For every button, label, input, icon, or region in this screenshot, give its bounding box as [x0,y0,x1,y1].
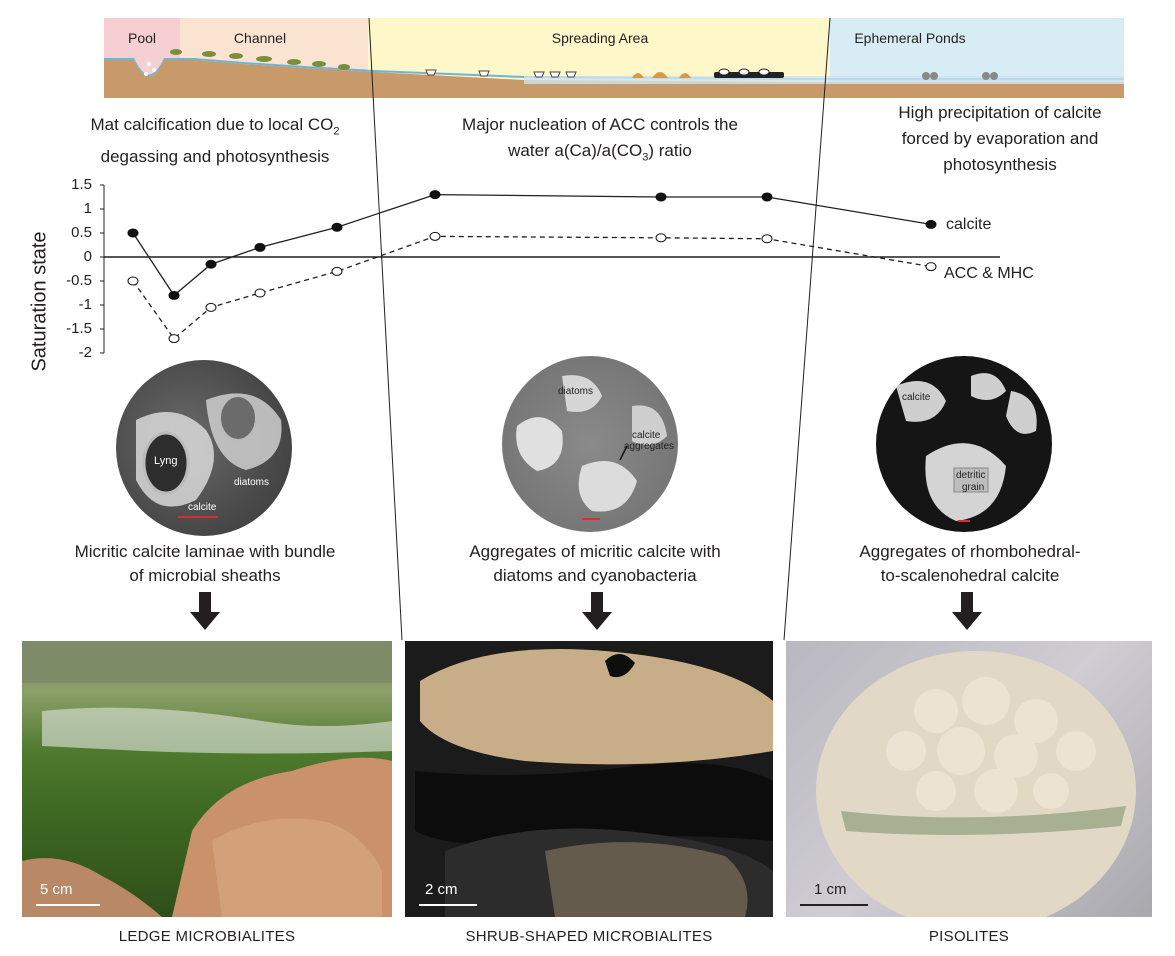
description-left-line2: degassing and photosynthesis [100,147,330,167]
chart-ytick-label: 0.5 [71,224,92,241]
chart-ytick-label: -1.5 [66,320,92,337]
photo-right-scale-bar [800,904,868,906]
chart-ytick-label: -1 [78,296,92,313]
chart-point-series1-3 [254,288,266,298]
description-left-line1: Mat calcification due to local CO [90,115,334,134]
caption-right: Aggregates of rhombohedral- to-scalenohe… [790,540,1150,588]
chart-ytick-label: 1 [83,200,92,217]
description-right-line3: photosynthesis [943,155,1057,174]
photo-left-scale-bar [36,904,100,906]
caption-left-line2: of microbial sheaths [129,566,281,585]
caption-right-line2: to-scalenohedral calcite [880,566,1060,585]
photo-right-scale-text: 1 cm [814,881,847,898]
chart-ytick-label: 0 [83,248,92,265]
down-arrow-middle-icon [582,592,612,630]
sem-middle-label-aggregates: aggregates [624,441,675,452]
sem-middle-graphic [516,375,667,520]
description-right-line2: forced by evaporation and [901,129,1099,148]
sem-left-label-calcite: calcite [188,502,217,513]
sem-right-label-calcite: calcite [902,392,931,403]
chart-point-series0-0 [127,228,139,238]
chart-point-series0-7 [761,192,773,202]
sem-left-graphic [136,393,282,518]
chart-ytick-label: -2 [78,344,92,361]
photo-right-graphic [816,651,1136,917]
chart-ytick-label: 1.5 [71,176,92,193]
caption-right-line1: Aggregates of rhombohedral- [859,542,1081,561]
sem-middle-label-calcite: calcite [632,430,661,441]
series-label-acc-mhc: ACC & MHC [944,265,1034,282]
environment-profile-graphic [104,18,1124,98]
sem-left-label-lyng: Lyng [154,455,178,467]
description-middle-subscript: 3 [642,151,649,164]
chart-point-series1-6 [655,233,667,243]
sem-image-right: calcite detritic grain [876,356,1052,532]
photo-left-graphic [22,641,392,917]
chart-point-series1-8 [925,262,937,272]
chart-point-series0-6 [655,192,667,202]
caption-left-line1: Micritic calcite laminae with bundle [74,542,336,561]
sem-image-left: Lyng diatoms calcite [116,360,292,536]
description-right-line1: High precipitation of calcite [898,103,1102,122]
chart-point-series1-0 [127,276,139,286]
chart-point-series1-4 [331,266,343,276]
sem-middle-label-diatoms: diatoms [558,386,594,397]
sem-left-label-diatoms: diatoms [234,477,270,488]
saturation-chart [100,184,1000,354]
chart-point-series1-5 [429,231,441,241]
zone-label-channel: Channel [233,30,287,46]
zone-label-ephemeral-ponds: Ephemeral Ponds [854,30,966,46]
sem-right-label-grain: grain [962,482,985,493]
photo-middle-scale-bar [419,904,477,906]
chart-point-series0-8 [925,219,937,229]
chart-series-line-1 [132,235,932,340]
description-right: High precipitation of calcite forced by … [855,100,1145,178]
caption-left: Micritic calcite laminae with bundle of … [20,540,390,588]
series-label-calcite: calcite [946,216,992,233]
photo-middle-scale-text: 2 cm [425,881,458,898]
down-arrows [190,592,982,630]
label-ledge-microbialites: LEDGE MICROBIALITES [118,928,296,945]
chart-point-series1-1 [168,334,180,344]
sem-image-middle: diatoms calcite aggregates [502,356,678,532]
photo-ledge-microbialites: 5 cm [22,641,392,917]
sem-right-label-detritic: detritic [956,470,986,481]
description-middle-line2-post: ) ratio [648,141,692,160]
sem-right-graphic [896,373,1037,522]
chart-point-series0-3 [254,242,266,252]
environment-profile [104,18,1124,98]
chart-point-series1-2 [205,302,217,312]
label-pisolites: PISOLITES [928,928,1010,945]
chart-point-series1-7 [761,234,773,244]
chart-point-series0-4 [331,222,343,232]
chart-point-series0-5 [429,190,441,200]
chart-point-series0-2 [205,259,217,269]
chart-point-series0-1 [168,290,180,300]
description-left-subscript: 2 [333,125,340,138]
down-arrow-left-icon [190,592,220,630]
label-shrub-microbialites: SHRUB-SHAPED MICROBIALITES [465,928,713,945]
photo-middle-graphic [415,649,773,917]
photo-left-scale-text: 5 cm [40,881,73,898]
photo-shrub-microbialites: 2 cm [405,641,773,917]
chart-series-line-0 [132,193,932,297]
description-middle: Major nucleation of ACC controls the wat… [415,112,785,170]
caption-middle-line1: Aggregates of micritic calcite with [469,542,721,561]
description-middle-line2-pre: water a(Ca)/a(CO [508,141,643,160]
down-arrow-right-icon [952,592,982,630]
chart-ytick-label: -0.5 [66,272,92,289]
caption-middle: Aggregates of micritic calcite with diat… [410,540,780,588]
caption-middle-line2: diatoms and cyanobacteria [493,566,697,585]
description-middle-line1: Major nucleation of ACC controls the [462,115,738,134]
description-left: Mat calcification due to local CO2 degas… [55,112,375,170]
photo-pisolites: 1 cm [786,641,1152,917]
zone-label-pool: Pool [127,30,157,46]
zone-label-spreading-area: Spreading Area [551,30,649,46]
